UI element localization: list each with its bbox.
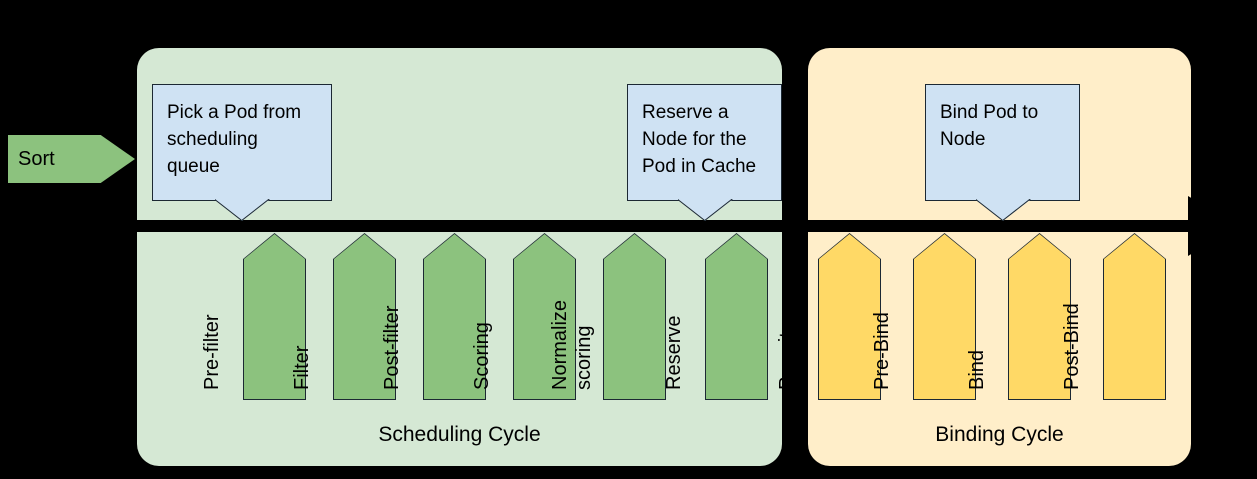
phase-arrow-pre-bind: Pre-Bind: [871, 233, 976, 400]
phase-arrow-label: Post-Bind: [1060, 303, 1083, 390]
binding-cycle-label: Binding Cycle: [935, 423, 1064, 446]
callout-pick-pod-text: Pick a Pod from scheduling queue: [167, 102, 302, 177]
phase-arrow-fill: [706, 234, 767, 399]
callout-reserve-node-text: Reserve a Node for the Pod in Cache: [642, 102, 757, 177]
callout-reserve-node: Reserve a Node for the Pod in Cache: [627, 84, 782, 221]
phase-arrow-fill: [334, 234, 395, 399]
sort-arrow-label: Sort: [18, 148, 55, 170]
phase-arrow-fill: [604, 234, 665, 399]
phase-arrow-label: Reserve: [662, 315, 685, 390]
phase-arrow-fill: [914, 234, 975, 399]
phase-arrow-normalize-scoring: Normalize scoring: [549, 233, 666, 400]
sort-arrow: Sort: [8, 135, 135, 183]
phase-arrow-fill: [819, 234, 880, 399]
callout-tail-edge-left: [678, 199, 706, 221]
phase-arrow-fill: [244, 234, 305, 399]
phase-arrow-label: Filter: [290, 345, 313, 390]
phase-arrow-post-bind: Post-Bind: [1061, 233, 1166, 400]
callout-bind-pod-text: Bind Pod to Node: [940, 102, 1039, 150]
phase-arrow-pre-filter: Pre-filter: [201, 233, 306, 400]
phase-arrow-label: Permit: [775, 332, 798, 390]
callout-pick-pod: Pick a Pod from scheduling queue: [152, 84, 332, 221]
callout-tail-edge-left: [215, 199, 243, 221]
phase-arrow-fill: [514, 234, 575, 399]
callout-tail-edge-right: [1003, 199, 1031, 221]
phase-arrow-post-filter: Post-filter: [381, 233, 486, 400]
timeline-bar-binding: [808, 220, 1190, 232]
timeline-arrowhead-icon: [1188, 196, 1238, 256]
callout-tail-edge-right: [242, 199, 270, 221]
phase-arrow-fill: [1104, 234, 1165, 399]
phase-arrow-bind: Bind: [966, 233, 1071, 400]
phase-arrow-label: Normalize scoring: [548, 299, 595, 390]
callout-tail-edge-left: [976, 199, 1004, 221]
phase-arrow-label: Pre-Bind: [870, 312, 893, 390]
phase-arrow-label: Bind: [965, 349, 988, 390]
phase-arrow-reserve: Reserve: [663, 233, 768, 400]
scheduling-cycle-label: Scheduling Cycle: [378, 423, 541, 446]
phase-arrow-fill: [1009, 234, 1070, 399]
phase-arrow-permit: Permit: [776, 233, 881, 400]
callout-bind-pod: Bind Pod to Node: [925, 84, 1080, 221]
phase-arrow-label: Scoring: [470, 322, 493, 390]
phase-arrow-filter: Filter: [291, 233, 396, 400]
phase-arrow-fill: [424, 234, 485, 399]
phase-arrow-label: Post-filter: [380, 305, 403, 390]
timeline-bar-scheduling: [137, 220, 782, 232]
callout-tail-edge-right: [705, 199, 733, 221]
phase-arrow-scoring: Scoring: [471, 233, 576, 400]
phase-arrow-label: Pre-filter: [200, 314, 223, 390]
